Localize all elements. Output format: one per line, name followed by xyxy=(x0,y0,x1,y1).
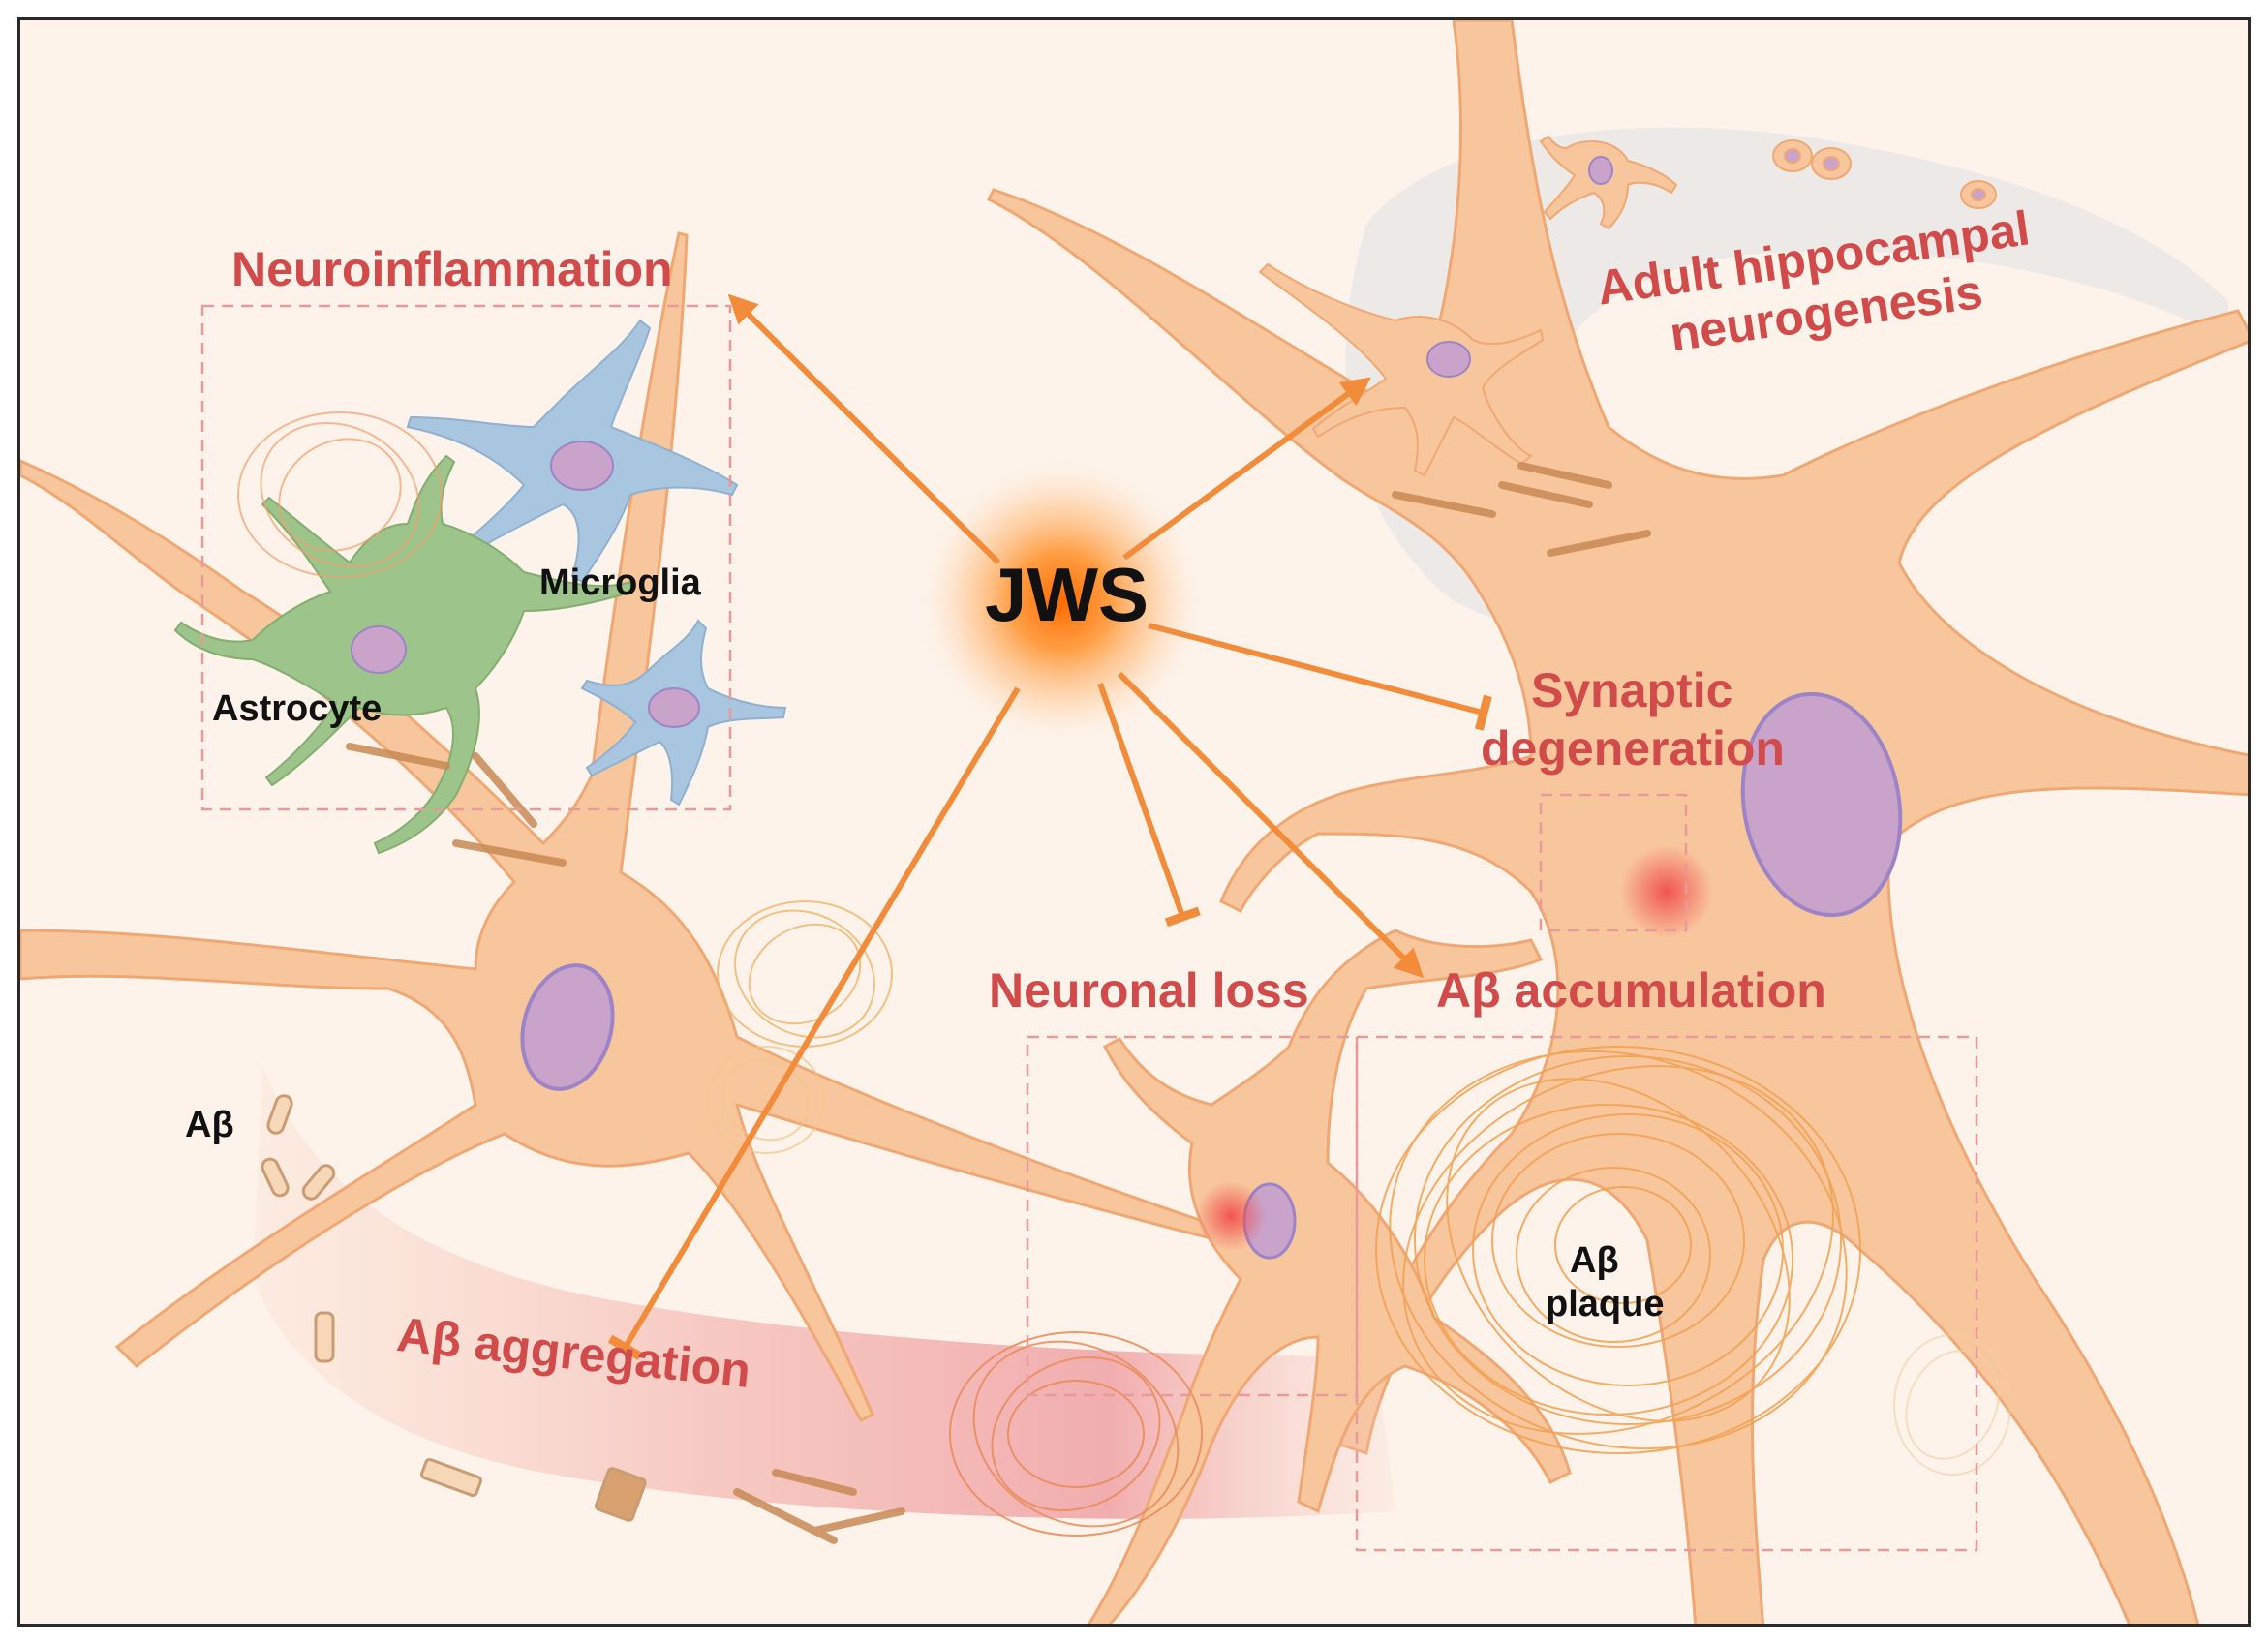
new-neuron-small xyxy=(1539,135,1678,230)
label-ab: Aβ xyxy=(185,1105,234,1145)
center-agent-label: JWS xyxy=(985,552,1149,637)
aggregation-ribbon xyxy=(253,1066,1395,1519)
microglia-cells xyxy=(406,319,787,807)
label-microglia: Microglia xyxy=(539,563,701,603)
region-boxes xyxy=(200,304,1978,1552)
diagram-frame: JWS Neuroinflammation Adult hippocampal … xyxy=(17,17,2251,1627)
new-neuron-large xyxy=(1258,262,1545,477)
arrow-ab-accumulation xyxy=(1117,671,1425,979)
label-ab-accumulation: Aβ accumulation xyxy=(1436,963,1826,1018)
label-neuroinflammation: Neuroinflammation xyxy=(231,242,673,296)
arrow-synaptic xyxy=(1148,623,1492,731)
arrow-ab-aggregation xyxy=(607,686,1021,1360)
plaque-clusters xyxy=(237,411,2011,1537)
ab-fibrils xyxy=(346,462,1651,1544)
label-plaque-line2: plaque xyxy=(1546,1284,1665,1324)
jws-glow xyxy=(921,461,1202,742)
synapse-lesion xyxy=(1620,845,1713,938)
neuron-center xyxy=(1087,929,1572,1624)
arrow-neurogenesis xyxy=(1122,377,1371,561)
arrow-neuronal-loss xyxy=(1097,682,1201,928)
label-synaptic-line1: Synaptic xyxy=(1531,663,1733,717)
progenitor-cells xyxy=(1772,139,1997,209)
label-synaptic-line2: degeneration xyxy=(1481,721,1785,776)
label-plaque-line1: Aβ xyxy=(1570,1240,1619,1281)
label-astrocyte: Astrocyte xyxy=(212,688,383,729)
effect-arrows xyxy=(607,293,1492,1360)
ab-oligomers xyxy=(261,1094,647,1522)
arrow-neuroinflammation xyxy=(727,293,1001,565)
neuron-left xyxy=(20,231,1234,1422)
label-neuronal-loss: Neuronal loss xyxy=(989,963,1309,1018)
astrocyte-cell xyxy=(173,454,634,855)
diagram-canvas xyxy=(20,20,2248,1624)
large-neuron-right xyxy=(986,20,2248,1624)
neurogenesis-zone xyxy=(1345,127,2228,651)
